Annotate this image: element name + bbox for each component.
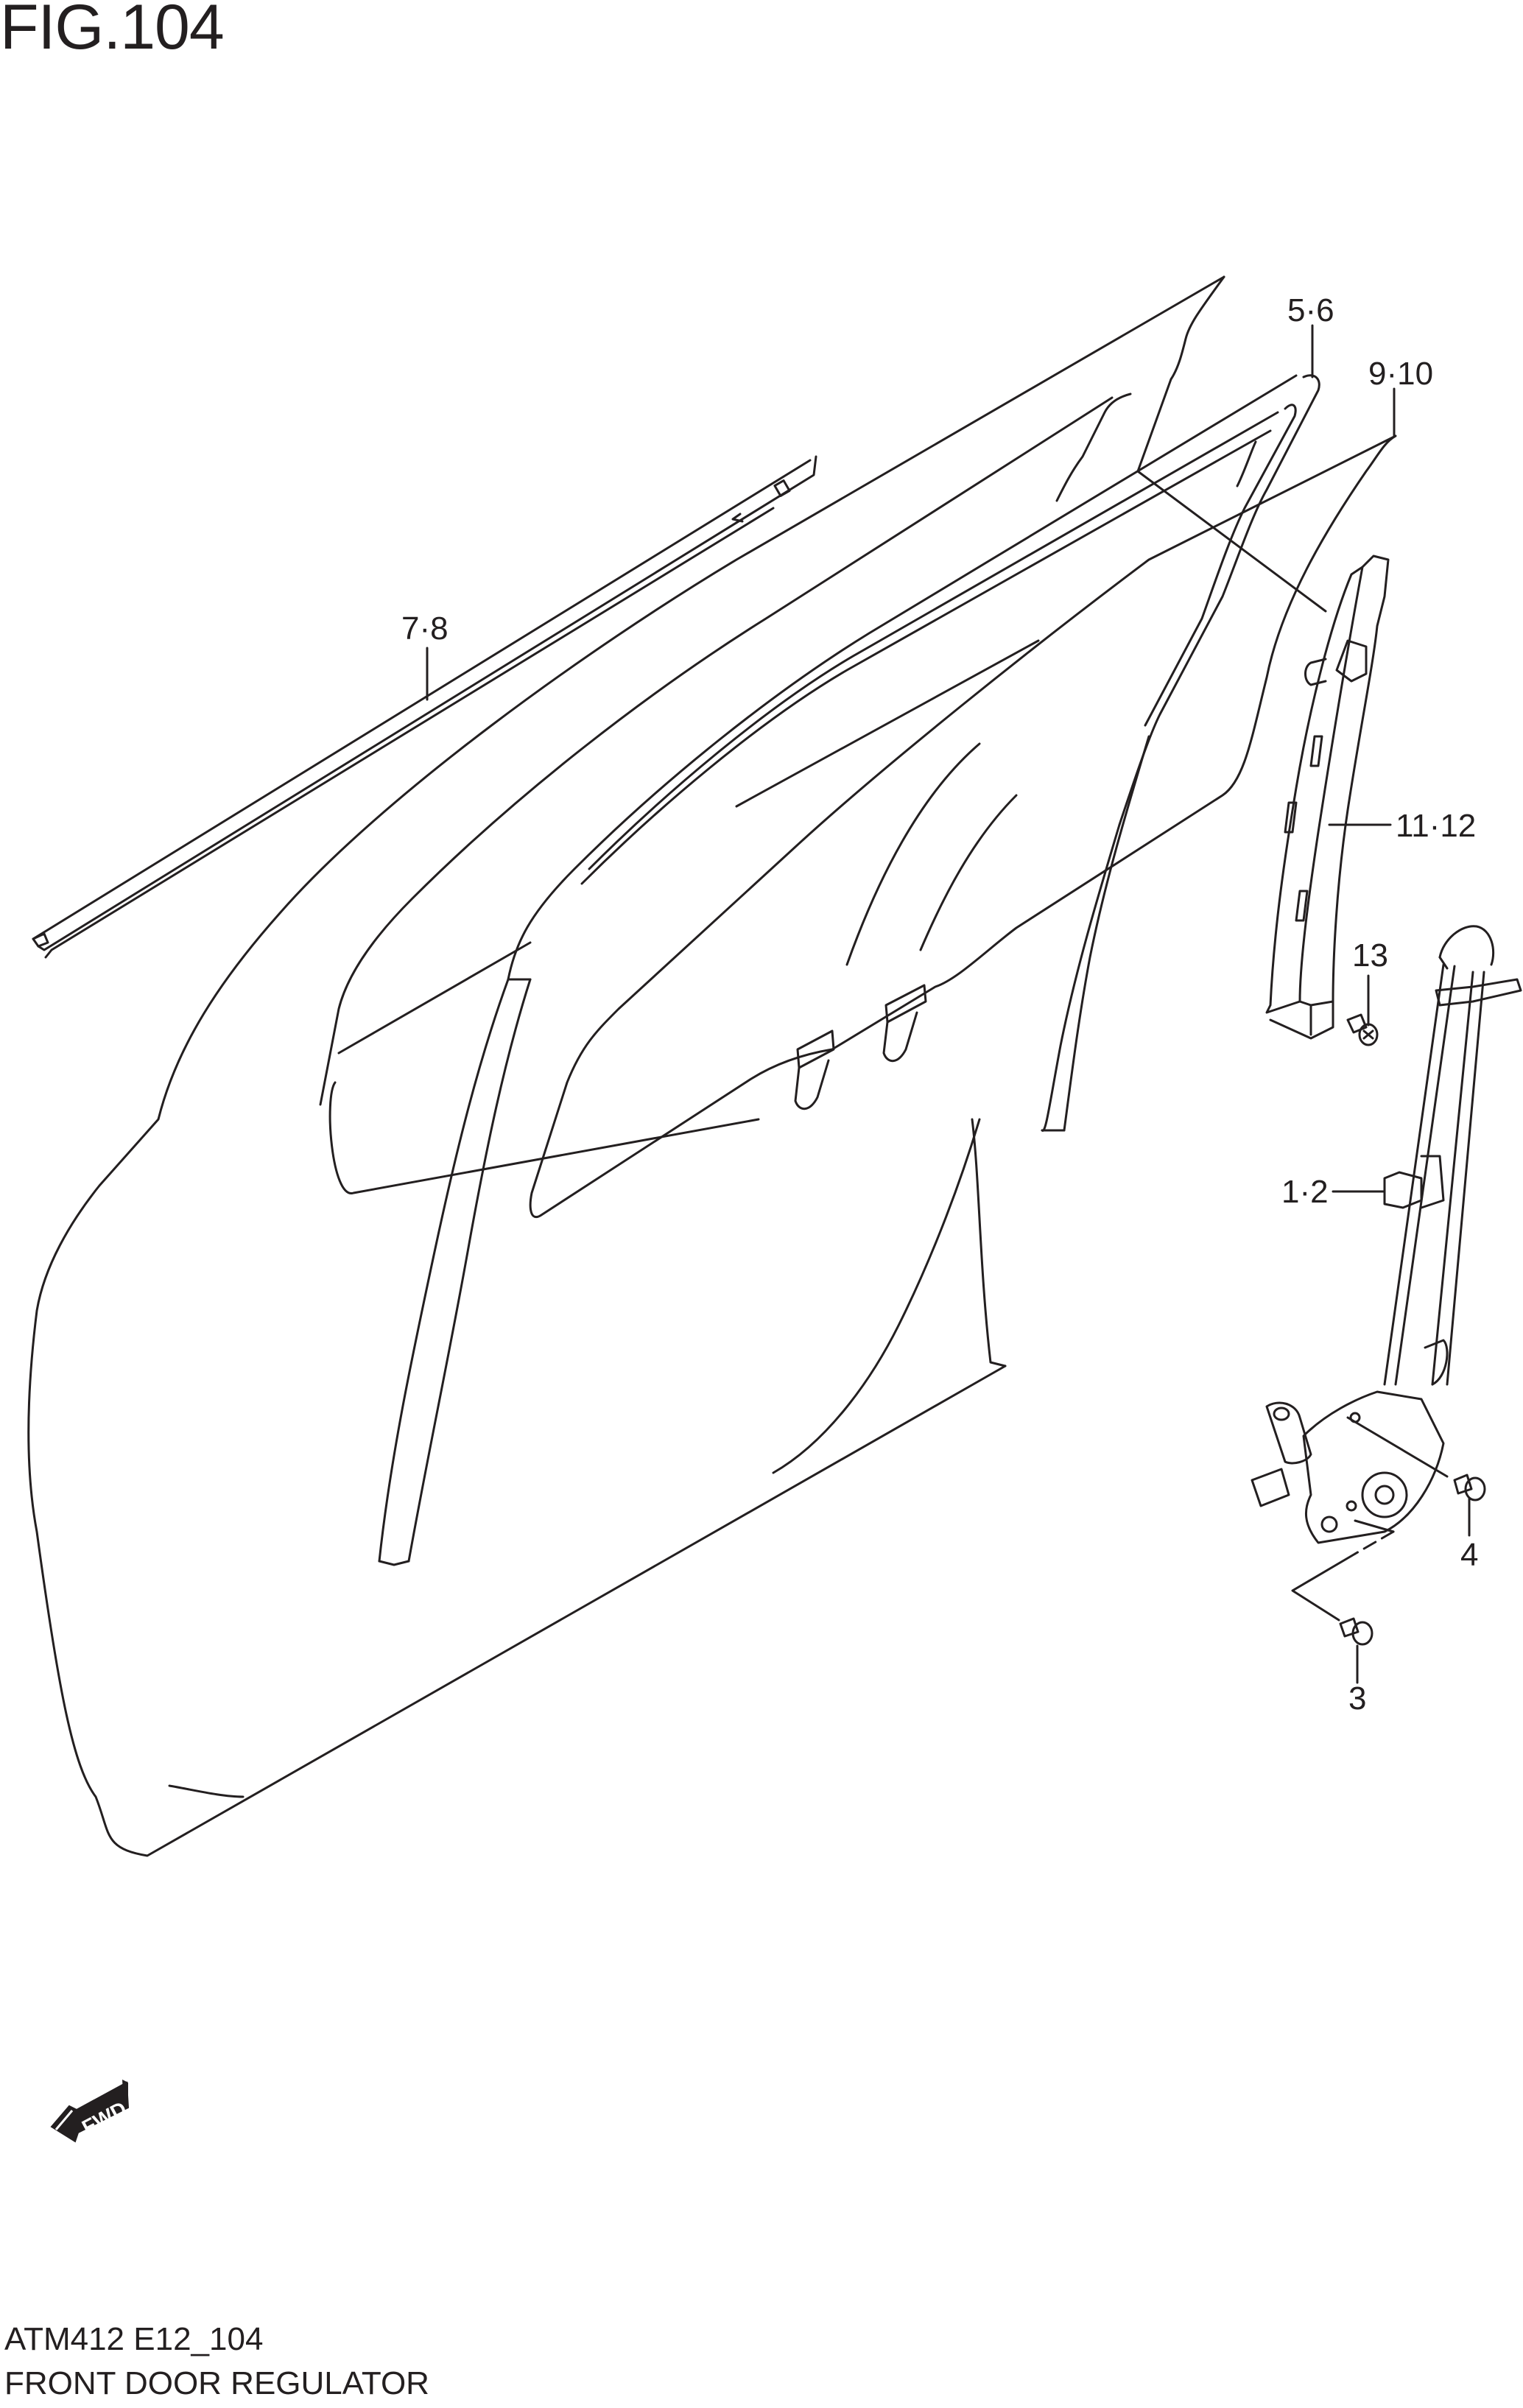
glass-run-channel — [378, 374, 1320, 1566]
callout-1-2: 1·2 — [1281, 1174, 1329, 1210]
door-panel — [27, 275, 1327, 1857]
leader-lines — [426, 324, 1471, 1684]
bolt-4 — [1453, 1474, 1486, 1502]
callout-9-10: 9·10 — [1368, 356, 1434, 392]
figure-title: FIG.104 — [0, 0, 225, 63]
callout-4: 4 — [1460, 1537, 1479, 1573]
fwd-arrow-icon: FWD — [50, 2080, 130, 2143]
door-glass — [529, 434, 1397, 1218]
callout-3: 3 — [1348, 1680, 1367, 1717]
bolt-3 — [1339, 1617, 1373, 1646]
figure-model-code: ATM412 E12_104 — [4, 2321, 264, 2357]
callout-5-6: 5·6 — [1287, 292, 1334, 328]
callout-11-12: 11·12 — [1396, 808, 1477, 844]
callout-13: 13 — [1352, 937, 1388, 974]
bolt-13 — [1346, 1013, 1379, 1046]
callout-7-8: 7·8 — [401, 610, 449, 647]
figure-name: FRONT DOOR REGULATOR — [4, 2365, 429, 2401]
window-regulator — [1251, 925, 1522, 1544]
rear-glass-channel — [1265, 555, 1390, 1040]
outer-weatherstrip — [32, 455, 817, 959]
